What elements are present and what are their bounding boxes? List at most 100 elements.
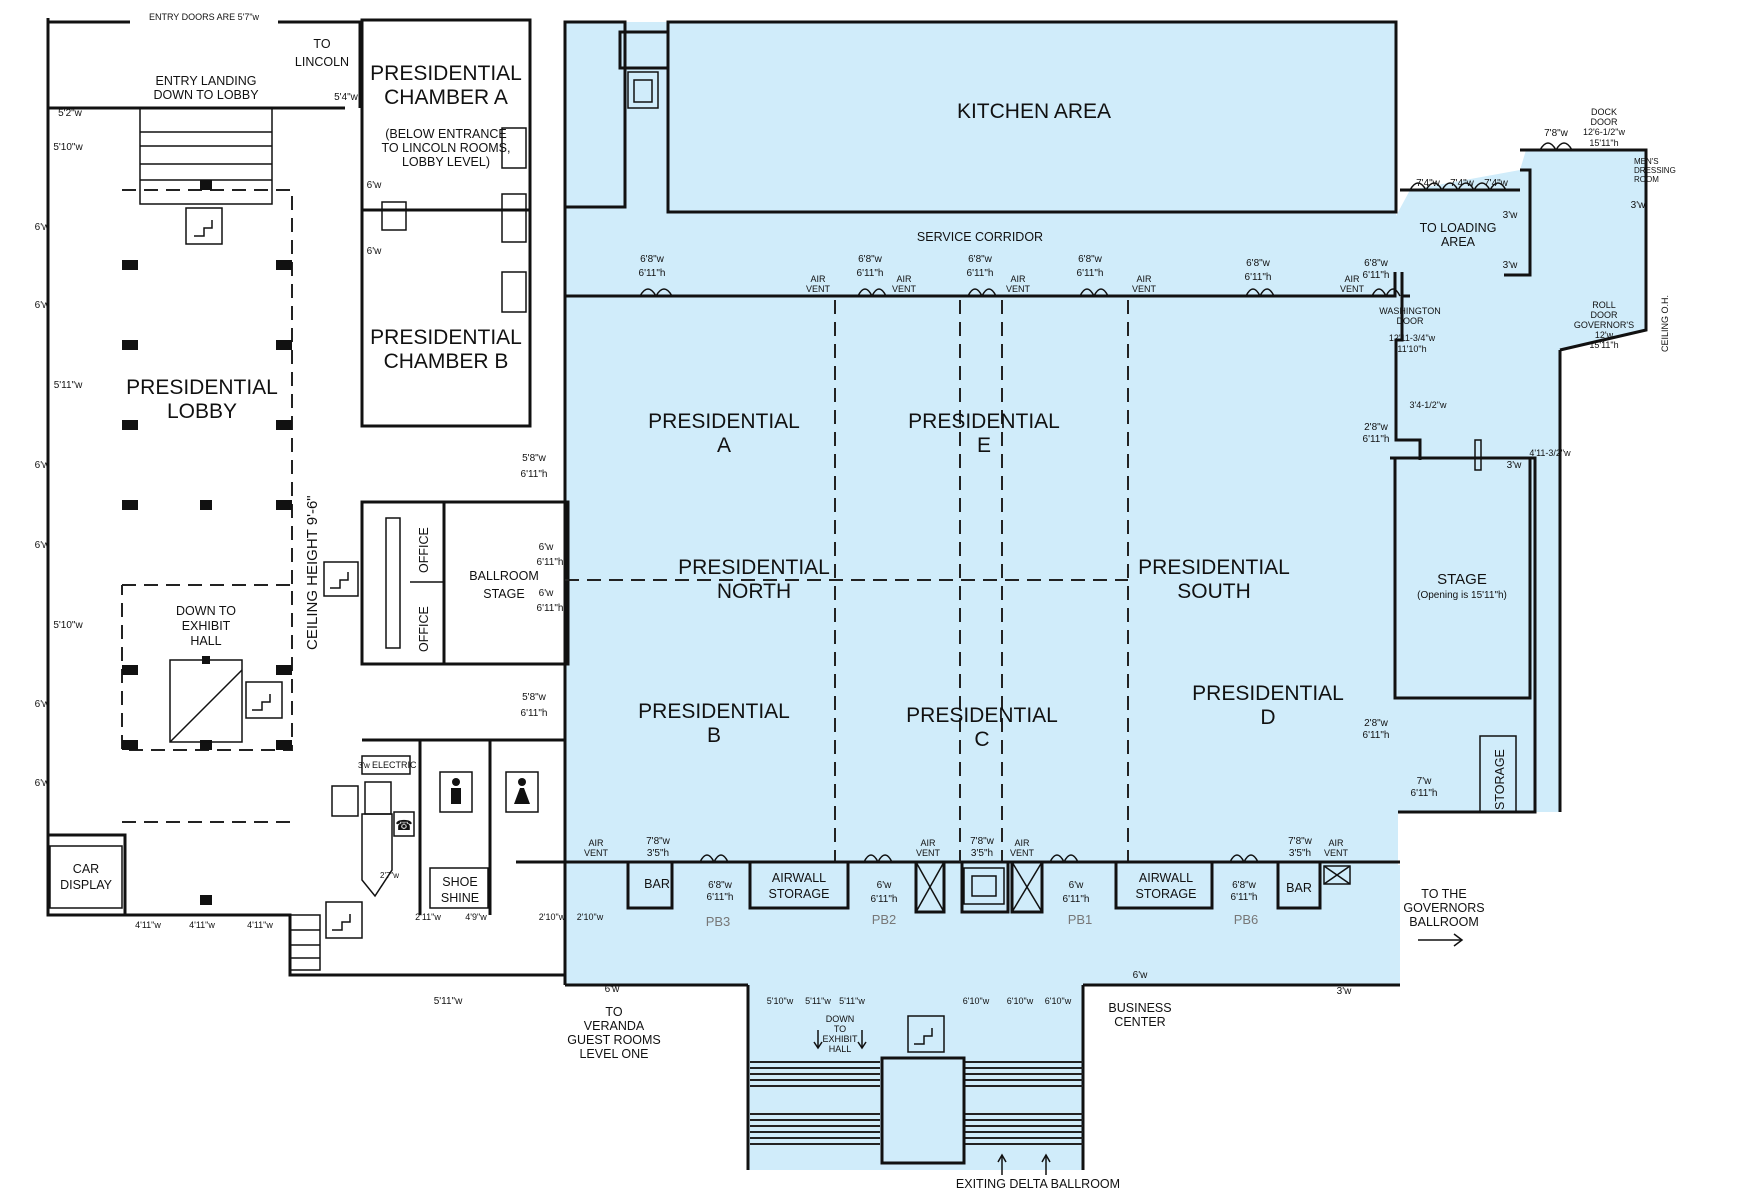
ballroom-stage-label-1: BALLROOM [469, 569, 538, 583]
dim-label: 6'10"w [1045, 996, 1072, 1006]
washington-door-label-2: DOOR [1397, 316, 1425, 326]
entry-doors-label: ENTRY DOORS ARE 5'7"w [149, 12, 260, 22]
dim-label: 5'11"w [839, 996, 865, 1006]
dock-door-label-4: 15'11"h [1589, 138, 1618, 148]
air-vent-label-6b: VENT [892, 284, 917, 294]
business-center-2: CENTER [1114, 1015, 1165, 1029]
dim-label: 6'w [1069, 880, 1084, 891]
ballroom-stage-label-2: STAGE [483, 587, 524, 601]
to-loading-label-1: TO LOADING [1420, 221, 1497, 235]
chamber-a-note-3: LOBBY LEVEL) [402, 155, 490, 169]
dim-label: 4'11"w [247, 920, 273, 930]
pres-south-label-1: PRESIDENTIAL [1138, 556, 1290, 579]
dim-label: 6'w [605, 984, 620, 995]
airwall-storage-right-1: AIRWALL [1139, 871, 1193, 885]
dock-door-label-1: DOCK [1591, 107, 1617, 117]
chamber-a-note-1: (BELOW ENTRANCE [385, 127, 507, 141]
ceiling-oh-label: CEILING O.H. [1660, 295, 1670, 352]
airwall-storage-right-2: STORAGE [1136, 887, 1197, 901]
chamber-a-note-2: TO LINCOLN ROOMS, [382, 141, 511, 155]
to-veranda-3: GUEST ROOMS [567, 1033, 661, 1047]
dim-label: 6'w [35, 778, 50, 789]
pres-c-label-1: PRESIDENTIAL [906, 704, 1058, 727]
ceiling-height-label: CEILING HEIGHT 9'-6" [304, 495, 321, 650]
pres-c-label-2: C [974, 728, 989, 751]
dim-label: 6'11"h [857, 268, 884, 279]
down-exhibit-label-1: DOWN TO [176, 604, 236, 618]
dim-label: 6'11"h [1063, 894, 1090, 905]
down-exhibit-small-3: EXHIBIT [822, 1034, 858, 1044]
dim-label: 2'10"w [577, 912, 604, 922]
to-lincoln-label-1: TO [313, 37, 330, 51]
restroom-block [49, 738, 567, 971]
dim-label: 7'4"w [1484, 178, 1509, 189]
storage-label: STORAGE [1493, 749, 1507, 810]
stair-icon [323, 561, 359, 597]
presidential-chambers [360, 18, 532, 428]
dim-label: 5'10"w [767, 996, 794, 1006]
dim-label: 3'5"h [971, 848, 993, 859]
phone-icon: ☎ [393, 811, 415, 837]
dim-label: 5'2"w [58, 108, 83, 119]
arrow-down-icon [857, 1030, 867, 1050]
pres-e-label-2: E [977, 434, 991, 457]
dim-label: 2'7"w [380, 871, 399, 880]
chamber-b-title-1: PRESIDENTIAL [370, 326, 522, 349]
dim-label: 6'w [35, 460, 50, 471]
kitchen-label: KITCHEN AREA [957, 100, 1111, 123]
womens-restroom-icon [505, 771, 539, 813]
dim-label: 3'w [1631, 200, 1646, 211]
lobby-title-2: LOBBY [167, 400, 237, 423]
dim-label: 5'10"w [53, 142, 83, 153]
exhibit-stair [169, 656, 243, 743]
air-vent-label-4a: AIR [1328, 838, 1344, 848]
chamber-a-title-2: CHAMBER A [384, 86, 508, 109]
dim-label: 6'11"h [537, 557, 564, 568]
escalator-pit [880, 1056, 966, 1165]
dim-label: 6'11"h [1411, 788, 1438, 799]
air-vent-label-8b: VENT [1132, 284, 1157, 294]
pres-a-label-2: A [717, 434, 731, 457]
dim-label: 5'11"w [805, 996, 831, 1006]
to-governors-2: GOVERNORS [1403, 901, 1484, 915]
airwall-partitions [565, 300, 1129, 862]
dim-label: 6'8"w [1232, 880, 1257, 891]
air-vent-label-9b: VENT [1340, 284, 1365, 294]
dim-label: 3'w [1337, 986, 1352, 997]
stair-icon [185, 207, 223, 245]
dim-label: 2'8"w [1364, 718, 1389, 729]
elevator-icon [331, 785, 359, 817]
arrow-down-icon [813, 1030, 823, 1050]
mens-dressing-label-2: DRESSING [1634, 166, 1676, 175]
dim-label: 6'8"w [1364, 258, 1389, 269]
to-veranda-1: TO [605, 1005, 622, 1019]
air-vent-label-7b: VENT [1006, 284, 1031, 294]
dim-label: 6'8"w [640, 254, 665, 265]
dim-label: 5'8"w [522, 692, 547, 703]
office-stage-block [360, 500, 570, 666]
car-display-label-2: DISPLAY [60, 878, 113, 892]
washington-dims-1: 12'11-3/4"w [1389, 333, 1436, 343]
dim-label: 6'11"h [1363, 270, 1390, 281]
pres-a-label-1: PRESIDENTIAL [648, 410, 800, 433]
dock-door-label-3: 12'6-1/2"w [1583, 127, 1625, 137]
elevator-icon [627, 71, 659, 109]
pres-b-label-1: PRESIDENTIAL [638, 700, 790, 723]
pres-south-label-2: SOUTH [1177, 580, 1251, 603]
roll-door-label-5: 15'11"h [1589, 340, 1618, 350]
dim-label: 6'w [539, 588, 554, 599]
elevator-icon [963, 867, 1005, 905]
pres-d-label-2: D [1260, 706, 1275, 729]
down-exhibit-label-3: HALL [190, 634, 221, 648]
exiting-delta-label: EXITING DELTA BALLROOM [956, 1177, 1120, 1191]
dock-door-label-2: DOOR [1591, 117, 1619, 127]
dim-label: 6'11"h [1231, 892, 1258, 903]
dim-label: 5'10"w [53, 620, 83, 631]
air-vent-label-7a: AIR [1010, 274, 1026, 284]
roll-door-label-2: DOOR [1591, 310, 1619, 320]
stair-icon [245, 681, 283, 719]
pb3-label: PB3 [706, 914, 731, 929]
chamber-b-title-2: CHAMBER B [384, 350, 509, 373]
dim-label: 3'w [358, 761, 370, 770]
dim-label: 6'11"h [707, 892, 734, 903]
